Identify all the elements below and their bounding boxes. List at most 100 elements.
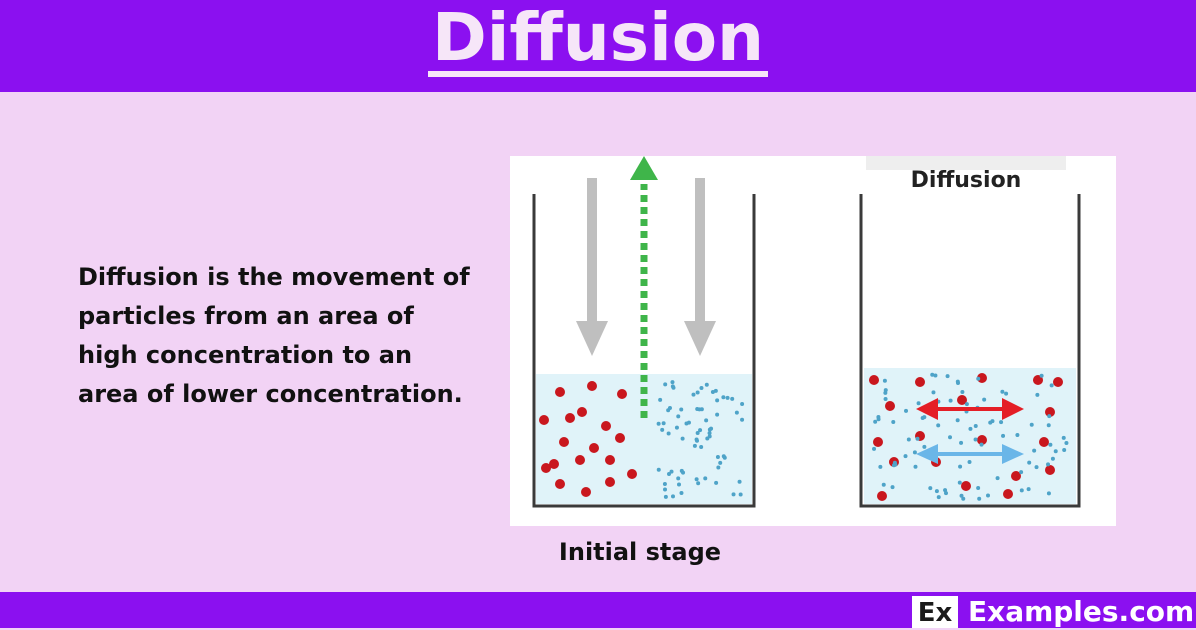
right-label-strip [866,156,1066,170]
blue-particle [1048,442,1053,447]
blue-particle [1062,447,1067,452]
beaker-icon [859,194,1081,508]
blue-particle [662,481,667,486]
red-particle [1011,471,1021,481]
blue-particle [699,445,704,450]
blue-particle [883,388,888,393]
right-beaker-water [864,368,1076,504]
red-particle [957,395,967,405]
blue-particle [695,430,700,435]
blue-particle [948,398,953,403]
blue-particle [890,485,895,490]
blue-particle [916,401,921,406]
red-particle [1003,489,1013,499]
blue-particle [959,440,964,445]
blue-particle [973,423,978,428]
blue-particle [714,480,719,485]
blue-particle [936,423,941,428]
footer-bar [0,592,1196,628]
arrow-down-icon [576,178,608,356]
blue-particle [740,417,745,422]
blue-particle [922,444,927,449]
red-particle [615,433,625,443]
red-particle [601,421,611,431]
blue-particle [976,376,981,381]
blue-particle [715,455,720,460]
blue-particle [1019,488,1024,493]
blue-particle [663,382,668,387]
blue-particle [922,415,927,420]
blue-particle [721,454,726,459]
blue-particle [737,479,742,484]
blue-particle [906,437,911,442]
red-particle [541,463,551,473]
blue-particle [878,464,883,469]
red-particle [869,375,879,385]
blue-particle [656,467,661,472]
blue-particle [734,410,739,415]
blue-particle [710,390,715,395]
blue-particle [936,495,941,500]
arrow-down-icon [684,178,716,356]
blue-particle [945,374,950,379]
red-particle [1045,465,1055,475]
blue-particle [1049,383,1054,388]
red-particle [977,373,987,383]
blue-particle [1015,432,1020,437]
blue-particle [999,420,1004,425]
blue-particle [1035,392,1040,397]
blue-particle [990,419,995,424]
blue-particle [692,443,697,448]
blue-particle [679,490,684,495]
blue-particle [883,396,888,401]
blue-particle [934,489,939,494]
blue-particle [1001,433,1006,438]
blue-particle [731,492,736,497]
blue-particle [930,372,935,377]
blue-particle [725,395,730,400]
blue-particle [1046,462,1051,467]
blue-particle [663,494,668,499]
red-particle [915,377,925,387]
red-particle [977,435,987,445]
red-particle [617,389,627,399]
blue-particle [716,465,721,470]
red-particle [1039,437,1049,447]
red-particle [575,455,585,465]
blue-particle [873,419,878,424]
blue-particle [982,397,987,402]
blue-particle [891,419,896,424]
blue-particle [933,373,938,378]
blue-particle [660,427,665,432]
red-particle [565,413,575,423]
title-text: Diffusion [427,5,769,77]
blue-particle [959,493,964,498]
blue-particle [904,408,909,413]
blue-particle [1004,391,1009,396]
red-particle [1053,377,1063,387]
blue-particle [948,435,953,440]
blue-particle [1039,373,1044,378]
blue-particle [1061,435,1066,440]
blue-particle [1027,460,1032,465]
red-particle [589,443,599,453]
blue-particle [1050,456,1055,461]
red-particle [873,437,883,447]
red-particle [581,487,591,497]
blue-particle [663,487,668,492]
blue-particle [721,395,726,400]
blue-particle [1047,414,1052,419]
examples-logo[interactable]: Ex Examples.com [912,596,1194,628]
blue-particle [666,431,671,436]
diffusion-stage-label: Diffusion [910,168,1022,193]
red-particle [549,459,559,469]
blue-particle [715,398,720,403]
blue-particle [707,434,712,439]
blue-particle [667,405,672,410]
blue-particle [881,482,886,487]
blue-particle [973,437,978,442]
blue-particle [707,431,712,436]
blue-particle [677,482,682,487]
blue-particle [703,476,708,481]
blue-particle [684,421,689,426]
